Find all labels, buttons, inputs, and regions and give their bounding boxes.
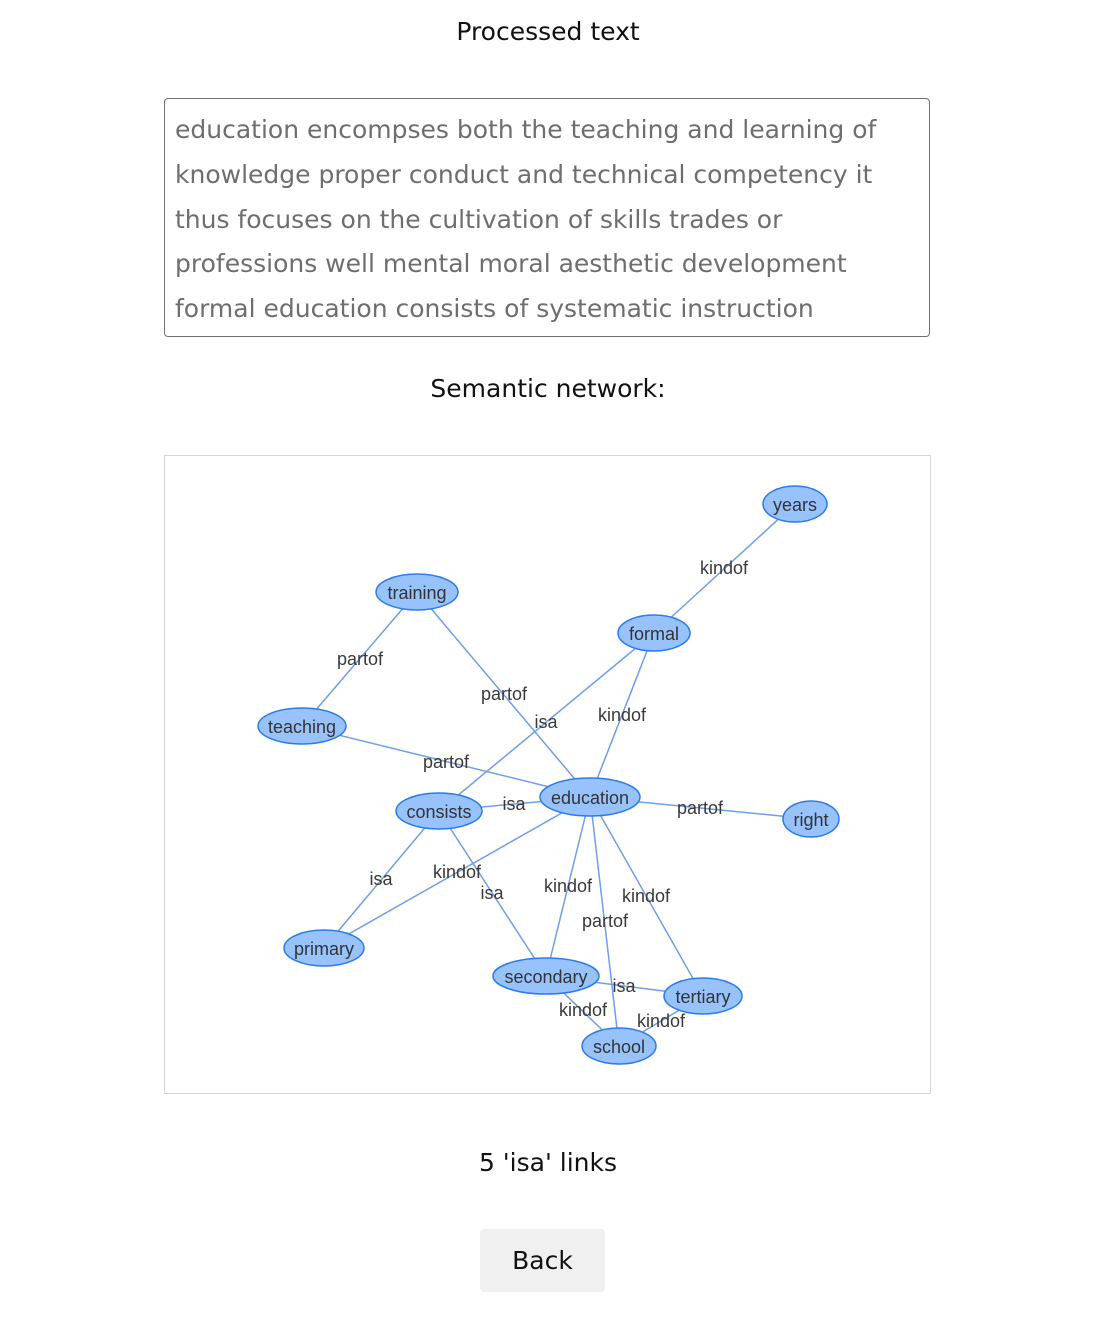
edge-label-formal-years: kindof bbox=[700, 558, 749, 578]
node-training[interactable]: training bbox=[375, 573, 459, 611]
edge-label-formal-consists: isa bbox=[534, 712, 558, 732]
node-shape-secondary[interactable] bbox=[492, 957, 600, 995]
edge-label-tertiary-school: kindof bbox=[637, 1011, 686, 1031]
node-tertiary[interactable]: tertiary bbox=[663, 977, 743, 1015]
node-label-teaching: teaching bbox=[268, 717, 336, 737]
node-label-right: right bbox=[793, 810, 828, 830]
node-label-years: years bbox=[773, 495, 817, 515]
node-label-consists: consists bbox=[406, 802, 471, 822]
edge-label-education-primary: kindof bbox=[433, 862, 482, 882]
edge-education-secondary[interactable] bbox=[545, 796, 591, 977]
edge-label-consists-secondary: isa bbox=[480, 883, 504, 903]
node-school[interactable]: school bbox=[581, 1027, 657, 1065]
node-layer: years training formal teaching education cons… bbox=[257, 485, 840, 1065]
edge-label-consists-education: isa bbox=[502, 794, 526, 814]
node-label-tertiary: tertiary bbox=[675, 987, 730, 1007]
node-label-secondary: secondary bbox=[504, 967, 587, 987]
edge-teaching-training[interactable] bbox=[301, 591, 418, 727]
edge-label-education-school: partof bbox=[582, 911, 629, 931]
edge-layer bbox=[301, 503, 812, 1047]
node-years[interactable]: years bbox=[762, 485, 828, 523]
node-primary[interactable]: primary bbox=[283, 929, 365, 967]
node-label-primary: primary bbox=[294, 939, 354, 959]
node-shape-right[interactable] bbox=[782, 800, 840, 838]
edge-training-education[interactable] bbox=[416, 591, 591, 798]
node-teaching[interactable]: teaching bbox=[257, 707, 347, 745]
node-label-training: training bbox=[387, 583, 446, 603]
edge-label-teaching-education: partof bbox=[423, 752, 470, 772]
back-button[interactable]: Back bbox=[480, 1229, 605, 1292]
edge-formal-education[interactable] bbox=[589, 632, 655, 798]
node-shape-formal[interactable] bbox=[617, 614, 691, 652]
edge-label-education-tertiary: kindof bbox=[622, 886, 671, 906]
processed-text-box[interactable]: education encompses both the teaching an… bbox=[164, 98, 930, 337]
edge-label-education-secondary: kindof bbox=[544, 876, 593, 896]
edge-label-secondary-tertiary: isa bbox=[612, 976, 636, 996]
node-shape-consists[interactable] bbox=[395, 792, 483, 830]
node-label-formal: formal bbox=[629, 624, 679, 644]
edge-consists-secondary[interactable] bbox=[438, 810, 547, 977]
node-secondary[interactable]: secondary bbox=[492, 957, 600, 995]
node-label-education: education bbox=[551, 788, 629, 808]
edge-label-secondary-school: kindof bbox=[559, 1000, 608, 1020]
edge-consists-primary[interactable] bbox=[323, 810, 440, 949]
edge-label-consists-primary: isa bbox=[369, 869, 393, 889]
edge-formal-years[interactable] bbox=[653, 503, 796, 634]
edge-education-primary[interactable] bbox=[323, 796, 591, 949]
edge-education-school[interactable] bbox=[589, 796, 620, 1047]
node-shape-years[interactable] bbox=[762, 485, 828, 523]
edge-label-teaching-training: partof bbox=[337, 649, 384, 669]
node-shape-education[interactable] bbox=[539, 777, 641, 817]
node-formal[interactable]: formal bbox=[617, 614, 691, 652]
node-shape-teaching[interactable] bbox=[257, 707, 347, 745]
node-education[interactable]: education bbox=[539, 777, 641, 817]
node-shape-primary[interactable] bbox=[283, 929, 365, 967]
edge-formal-consists[interactable] bbox=[438, 632, 655, 812]
edge-teaching-education[interactable] bbox=[301, 725, 591, 798]
node-shape-school[interactable] bbox=[581, 1027, 657, 1065]
node-shape-training[interactable] bbox=[375, 573, 459, 611]
edge-education-tertiary[interactable] bbox=[589, 796, 704, 997]
node-shape-tertiary[interactable] bbox=[663, 977, 743, 1015]
isa-link-count: 5 'isa' links bbox=[478, 1148, 618, 1177]
node-label-school: school bbox=[593, 1037, 645, 1057]
edge-label-training-education: partof bbox=[481, 684, 528, 704]
node-right[interactable]: right bbox=[782, 800, 840, 838]
node-consists[interactable]: consists bbox=[395, 792, 483, 830]
edge-label-education-right: partof bbox=[677, 798, 724, 818]
semantic-network-heading: Semantic network: bbox=[430, 374, 666, 403]
processed-text-heading: Processed text bbox=[456, 17, 640, 46]
edge-label-formal-education: kindof bbox=[598, 705, 647, 725]
